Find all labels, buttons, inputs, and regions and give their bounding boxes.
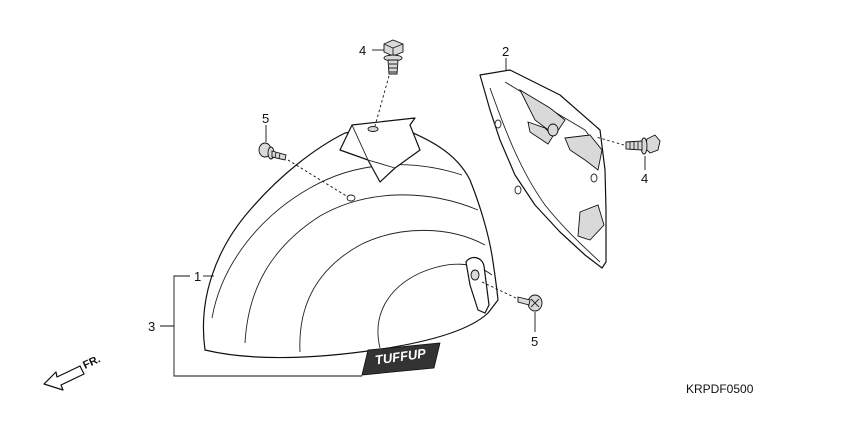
screw-left-guide	[287, 159, 349, 198]
callout-fender: 1	[194, 269, 201, 284]
bracket-3	[160, 275, 362, 377]
tuffup-emblem: TUFFUP	[361, 342, 441, 376]
callout-inner-cover: 2	[502, 44, 509, 59]
drawing-code: KRPDF0500	[686, 382, 754, 396]
callout-screw-right: 5	[531, 334, 538, 349]
callout-assembly: 3	[148, 319, 155, 334]
bolt-top	[383, 39, 404, 75]
emblem-text: TUFFUP	[374, 346, 427, 368]
front-fender	[202, 117, 499, 359]
bolt-right	[625, 134, 661, 155]
screw-right	[517, 294, 543, 312]
bolt-top-guide	[374, 75, 390, 127]
callout-bolt-right: 4	[641, 171, 648, 186]
callout-screw-left: 5	[262, 111, 269, 126]
screw-left	[258, 142, 287, 161]
arrow-icon	[43, 365, 85, 391]
direction-label: FR.	[81, 353, 102, 371]
inner-cover	[479, 69, 607, 269]
front-direction-arrow: FR.	[43, 353, 102, 391]
screw-right-guide	[481, 281, 517, 299]
callout-bolt-top: 4	[359, 43, 366, 58]
